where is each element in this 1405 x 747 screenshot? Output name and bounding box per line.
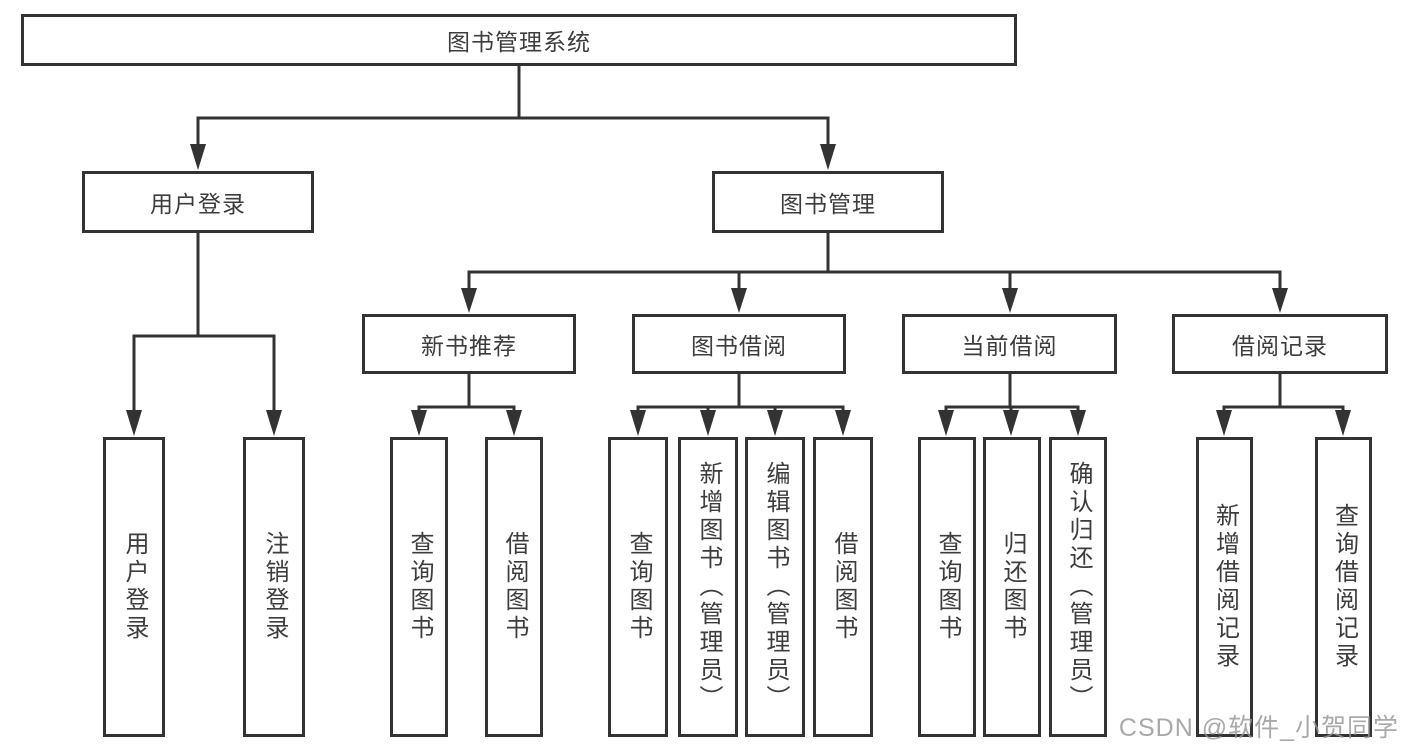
- connector-book-management-to-level3: [467, 233, 1282, 290]
- node-leaf-user-login: 用户登录: [103, 437, 165, 737]
- node-leaf-return-books: 归还图书: [983, 437, 1041, 737]
- node-leaf-edit-book-admin: 编辑图书（管理员）: [745, 437, 805, 737]
- connector-book-borrow-to-leaves: [636, 374, 845, 412]
- connector-borrow-records-to-leaves: [1222, 374, 1345, 412]
- node-leaf-confirm-return-admin: 确认归还（管理员）: [1049, 437, 1107, 737]
- node-book-borrowing-label: 图书借阅: [691, 333, 787, 359]
- node-leaf-add-book-admin-label: 新增图书（管理员）: [695, 461, 722, 713]
- node-leaf-return-books-label: 归还图书: [999, 531, 1026, 643]
- node-leaf-query-books-borrow: 查询图书: [608, 437, 668, 737]
- node-leaf-query-books-recommend: 查询图书: [390, 437, 448, 737]
- node-user-login: 用户登录: [82, 171, 314, 233]
- node-leaf-confirm-return-admin-label: 确认归还（管理员）: [1065, 461, 1092, 713]
- node-leaf-query-books-borrow-label: 查询图书: [625, 531, 652, 643]
- node-leaf-query-books-recommend-label: 查询图书: [406, 531, 433, 643]
- node-leaf-add-borrow-record: 新增借阅记录: [1196, 437, 1253, 737]
- watermark: CSDN @软件_小贺同学: [1118, 714, 1399, 742]
- node-leaf-add-book-admin: 新增图书（管理员）: [678, 437, 738, 737]
- node-leaf-logout: 注销登录: [243, 437, 305, 737]
- node-user-login-label: 用户登录: [150, 191, 246, 217]
- node-leaf-query-borrow-record: 查询借阅记录: [1315, 437, 1372, 737]
- node-current-borrowing: 当前借阅: [902, 314, 1117, 374]
- node-library-system-label: 图书管理系统: [447, 29, 591, 55]
- connector-user-login-to-leaves: [132, 233, 276, 412]
- arrowheads-user-login-to-leaves: [126, 410, 282, 436]
- connector-root-to-level2: [196, 66, 830, 146]
- node-new-book-recommendation-label: 新书推荐: [421, 333, 517, 359]
- node-borrowing-records: 借阅记录: [1172, 314, 1388, 374]
- node-new-book-recommendation: 新书推荐: [362, 314, 576, 374]
- node-book-management: 图书管理: [712, 171, 944, 233]
- arrowheads-current-borrow-to-leaves: [938, 410, 1086, 436]
- node-leaf-borrow-books-borrow: 借阅图书: [813, 437, 873, 737]
- node-leaf-user-login-label: 用户登录: [121, 531, 148, 643]
- node-leaf-borrow-books-recommend-label: 借阅图书: [501, 531, 528, 643]
- connector-new-book-to-leaves: [417, 374, 516, 412]
- node-book-borrowing: 图书借阅: [632, 314, 846, 374]
- node-leaf-query-borrow-record-label: 查询借阅记录: [1330, 503, 1358, 671]
- node-leaf-query-books-current: 查询图书: [918, 437, 976, 737]
- node-leaf-edit-book-admin-label: 编辑图书（管理员）: [762, 461, 789, 713]
- arrowheads-borrow-records-to-leaves: [1216, 410, 1351, 436]
- connector-current-borrow-to-leaves: [944, 374, 1080, 412]
- node-leaf-logout-label: 注销登录: [261, 531, 288, 643]
- arrowheads-book-management-to-level3: [461, 288, 1288, 313]
- node-current-borrowing-label: 当前借阅: [961, 333, 1058, 359]
- node-leaf-add-borrow-record-label: 新增借阅记录: [1211, 503, 1239, 671]
- arrowheads-root-to-level2: [190, 144, 836, 170]
- node-library-system: 图书管理系统: [21, 14, 1017, 66]
- node-borrowing-records-label: 借阅记录: [1232, 333, 1328, 359]
- arrowheads-new-book-to-leaves: [411, 410, 522, 436]
- node-leaf-borrow-books-recommend: 借阅图书: [485, 437, 543, 737]
- node-leaf-borrow-books-borrow-label: 借阅图书: [830, 531, 857, 643]
- node-book-management-label: 图书管理: [780, 191, 876, 217]
- node-leaf-query-books-current-label: 查询图书: [934, 531, 961, 643]
- arrowheads-book-borrow-to-leaves: [630, 410, 851, 436]
